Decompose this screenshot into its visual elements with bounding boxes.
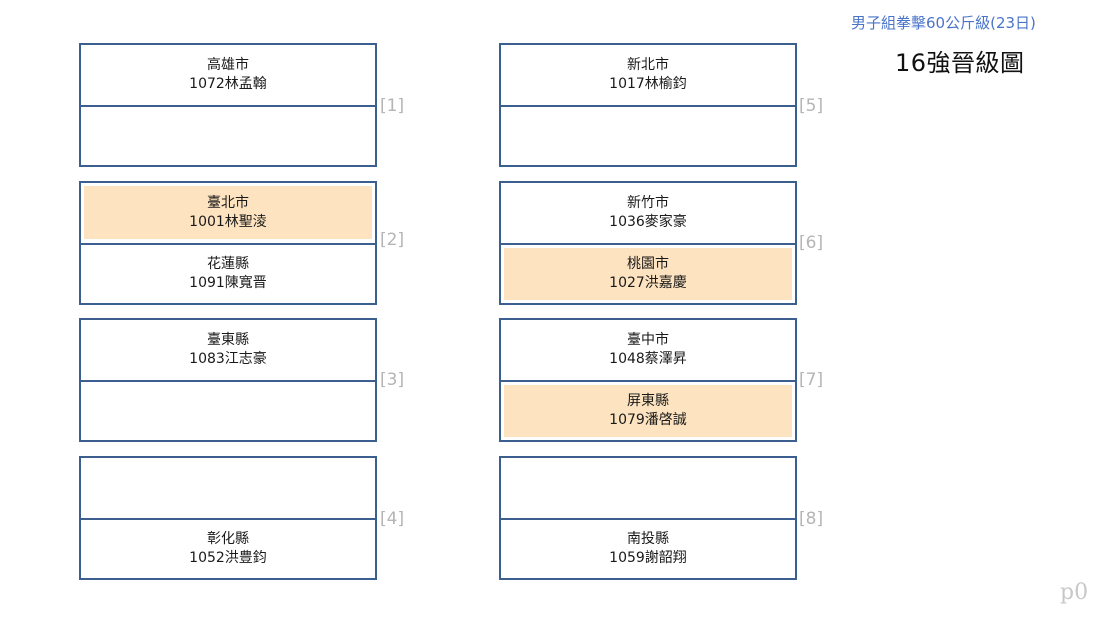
- match-4: 彰化縣 1052洪豊鈞: [79, 456, 377, 580]
- match-7: 臺中市 1048蔡澤昇 屏東縣 1079潘啓誠: [499, 318, 797, 442]
- county-label: 屏東縣: [627, 393, 669, 409]
- match-3: 臺東縣 1083江志豪: [79, 318, 377, 442]
- match-4-bottom-slot: 彰化縣 1052洪豊鈞: [81, 520, 375, 578]
- athlete-label: 1052洪豊鈞: [189, 550, 267, 566]
- match-6-top-slot: 新竹市 1036麥家豪: [501, 183, 795, 245]
- match-8-bottom-slot: 南投縣 1059謝韶翔: [501, 520, 795, 578]
- match-5-bottom-slot: [501, 107, 795, 165]
- match-number-8: [8]: [799, 509, 824, 529]
- event-subtitle: 男子組拳擊60公斤級(23日): [851, 14, 1036, 32]
- county-label: 臺東縣: [207, 332, 249, 348]
- match-number-5: [5]: [799, 96, 824, 116]
- athlete-label: 1048蔡澤昇: [609, 351, 687, 367]
- bracket-title: 16強晉級圖: [895, 49, 1025, 77]
- athlete-label: 1036麥家豪: [609, 214, 687, 230]
- winner-highlight: [84, 186, 372, 239]
- athlete-label: 1091陳寬晋: [189, 275, 267, 291]
- match-8: 南投縣 1059謝韶翔: [499, 456, 797, 580]
- county-label: 臺北市: [207, 195, 249, 211]
- county-label: 高雄市: [207, 57, 249, 73]
- match-3-top-slot: 臺東縣 1083江志豪: [81, 320, 375, 382]
- county-label: 桃園市: [627, 256, 669, 272]
- athlete-label: 1079潘啓誠: [609, 412, 687, 428]
- athlete-label: 1027洪嘉慶: [609, 275, 687, 291]
- match-number-6: [6]: [799, 233, 824, 253]
- match-7-top-slot: 臺中市 1048蔡澤昇: [501, 320, 795, 382]
- match-6-bottom-slot: 桃園市 1027洪嘉慶: [501, 245, 795, 303]
- county-label: 新竹市: [627, 195, 669, 211]
- match-8-top-slot: [501, 458, 795, 520]
- county-label: 南投縣: [627, 531, 669, 547]
- winner-highlight: [504, 385, 792, 437]
- athlete-label: 1083江志豪: [189, 351, 267, 367]
- athlete-label: 1059謝韶翔: [609, 550, 687, 566]
- county-label: 彰化縣: [207, 531, 249, 547]
- match-2-top-slot: 臺北市 1001林聖淩: [81, 183, 375, 245]
- match-5: 新北市 1017林榆鈞: [499, 43, 797, 167]
- winner-highlight: [504, 248, 792, 300]
- county-label: 臺中市: [627, 332, 669, 348]
- match-number-4: [4]: [380, 509, 405, 529]
- county-label: 花蓮縣: [207, 256, 249, 272]
- athlete-label: 1072林孟翰: [189, 76, 267, 92]
- match-4-top-slot: [81, 458, 375, 520]
- match-2: 臺北市 1001林聖淩 花蓮縣 1091陳寬晋: [79, 181, 377, 305]
- match-number-7: [7]: [799, 370, 824, 390]
- page-number: p0: [1060, 580, 1089, 605]
- match-number-2: [2]: [380, 230, 405, 250]
- match-1: 高雄市 1072林孟翰: [79, 43, 377, 167]
- match-5-top-slot: 新北市 1017林榆鈞: [501, 45, 795, 107]
- athlete-label: 1017林榆鈞: [609, 76, 687, 92]
- match-3-bottom-slot: [81, 382, 375, 440]
- county-label: 新北市: [627, 57, 669, 73]
- match-number-3: [3]: [380, 370, 405, 390]
- match-6: 新竹市 1036麥家豪 桃園市 1027洪嘉慶: [499, 181, 797, 305]
- athlete-label: 1001林聖淩: [189, 214, 267, 230]
- match-2-bottom-slot: 花蓮縣 1091陳寬晋: [81, 245, 375, 303]
- match-1-top-slot: 高雄市 1072林孟翰: [81, 45, 375, 107]
- match-number-1: [1]: [380, 96, 405, 116]
- match-7-bottom-slot: 屏東縣 1079潘啓誠: [501, 382, 795, 440]
- match-1-bottom-slot: [81, 107, 375, 165]
